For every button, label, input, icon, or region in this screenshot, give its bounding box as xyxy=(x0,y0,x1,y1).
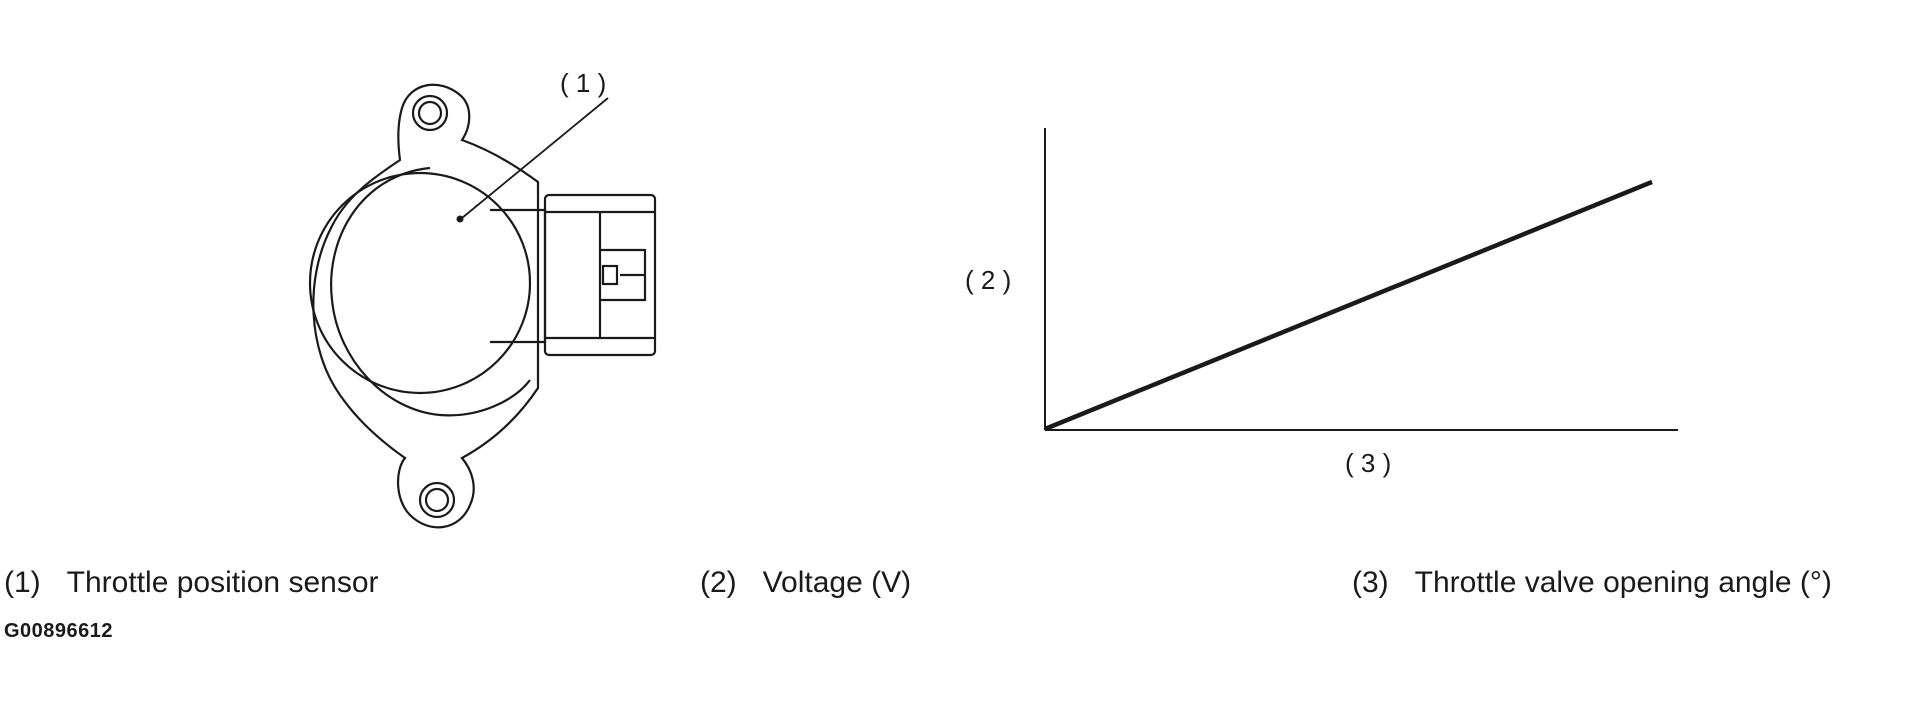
mounting-hole-bottom-inner xyxy=(424,487,450,513)
legend-number: (1) xyxy=(4,566,41,599)
legend-number: (2) xyxy=(700,566,737,599)
legend-label: Throttle position sensor xyxy=(66,566,379,599)
sensor-callout-leader xyxy=(461,97,609,219)
angle-axis-callout: ( 3 ) xyxy=(1345,448,1391,478)
voltage-axis-callout: ( 2 ) xyxy=(965,265,1011,295)
legend-label: Voltage (V) xyxy=(762,566,912,599)
voltage-angle-graph: ( 2 ) ( 3 ) xyxy=(965,128,1678,478)
mounting-hole-top-inner xyxy=(417,100,443,126)
legend-item-voltage: (2) Voltage (V) xyxy=(700,565,911,601)
output-characteristic-line xyxy=(1044,179,1653,432)
sensor-inner-rim xyxy=(330,166,531,417)
figure-id: G00896612 xyxy=(4,620,114,642)
throttle-position-sensor-drawing xyxy=(308,83,657,529)
sensor-rotor xyxy=(308,171,532,395)
sensor-callout-label: ( 1 ) xyxy=(560,68,606,98)
legend-item-angle: (3) Throttle valve opening angle (°) xyxy=(1352,565,1832,601)
sensor-callout-dot xyxy=(456,215,464,223)
legend-item-sensor: (1) Throttle position sensor xyxy=(4,565,379,601)
mounting-hole-top xyxy=(411,94,449,132)
legend-label: Throttle valve opening angle (°) xyxy=(1414,566,1832,599)
connector-latch-window xyxy=(601,264,619,286)
sensor-flange xyxy=(312,83,540,529)
legend-number: (3) xyxy=(1352,566,1389,599)
mounting-hole-bottom xyxy=(418,481,456,519)
connector-housing xyxy=(543,193,657,357)
